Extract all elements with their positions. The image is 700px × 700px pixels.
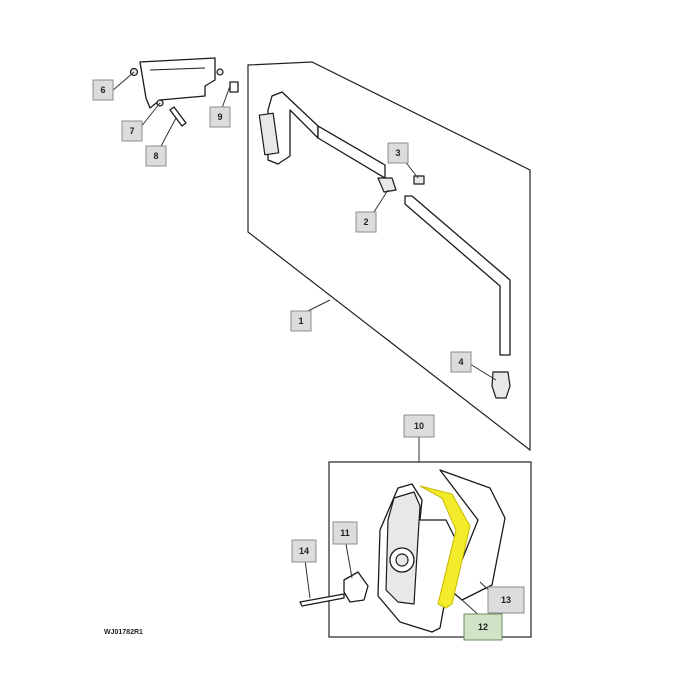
callout-12[interactable]: 12 bbox=[463, 613, 503, 641]
callout-14[interactable]: 14 bbox=[291, 539, 317, 563]
mirror-head bbox=[377, 469, 506, 633]
callout-9[interactable]: 9 bbox=[209, 106, 231, 128]
callout-11[interactable]: 11 bbox=[332, 521, 358, 545]
callout-label: 14 bbox=[299, 546, 309, 556]
mirror-glass-highlight bbox=[419, 485, 471, 609]
callout-label: 9 bbox=[217, 112, 222, 122]
callout-6[interactable]: 6 bbox=[92, 79, 114, 101]
callout-label: 2 bbox=[363, 217, 368, 227]
callout-label: 4 bbox=[458, 357, 463, 367]
callout-label: 7 bbox=[129, 126, 134, 136]
small-hardware bbox=[413, 175, 425, 185]
mirror-arm bbox=[258, 91, 397, 193]
callout-label: 10 bbox=[414, 421, 424, 431]
callout-label: 8 bbox=[153, 151, 158, 161]
callout-3[interactable]: 3 bbox=[387, 142, 409, 164]
leader-lines bbox=[111, 71, 498, 619]
callout-label: 1 bbox=[298, 316, 303, 326]
mounting-bracket bbox=[129, 57, 239, 127]
callout-label: 6 bbox=[100, 85, 105, 95]
mirror-clamp bbox=[299, 571, 369, 607]
upper-assembly-frame bbox=[247, 61, 531, 452]
callout-13[interactable]: 13 bbox=[487, 586, 525, 614]
callout-2[interactable]: 2 bbox=[355, 211, 377, 233]
callout-7[interactable]: 7 bbox=[121, 120, 143, 142]
callout-10[interactable]: 10 bbox=[403, 414, 435, 438]
callout-4[interactable]: 4 bbox=[450, 351, 472, 373]
callout-1[interactable]: 1 bbox=[290, 310, 312, 332]
lower-assembly-frame bbox=[328, 461, 532, 638]
callout-label: 13 bbox=[501, 595, 511, 605]
reference-code: WJ01782R1 bbox=[104, 629, 143, 636]
callout-label: 11 bbox=[340, 528, 350, 538]
mirror-rod bbox=[404, 195, 511, 399]
callout-label: 12 bbox=[478, 622, 488, 632]
callout-8[interactable]: 8 bbox=[145, 145, 167, 167]
callout-label: 3 bbox=[395, 148, 400, 158]
